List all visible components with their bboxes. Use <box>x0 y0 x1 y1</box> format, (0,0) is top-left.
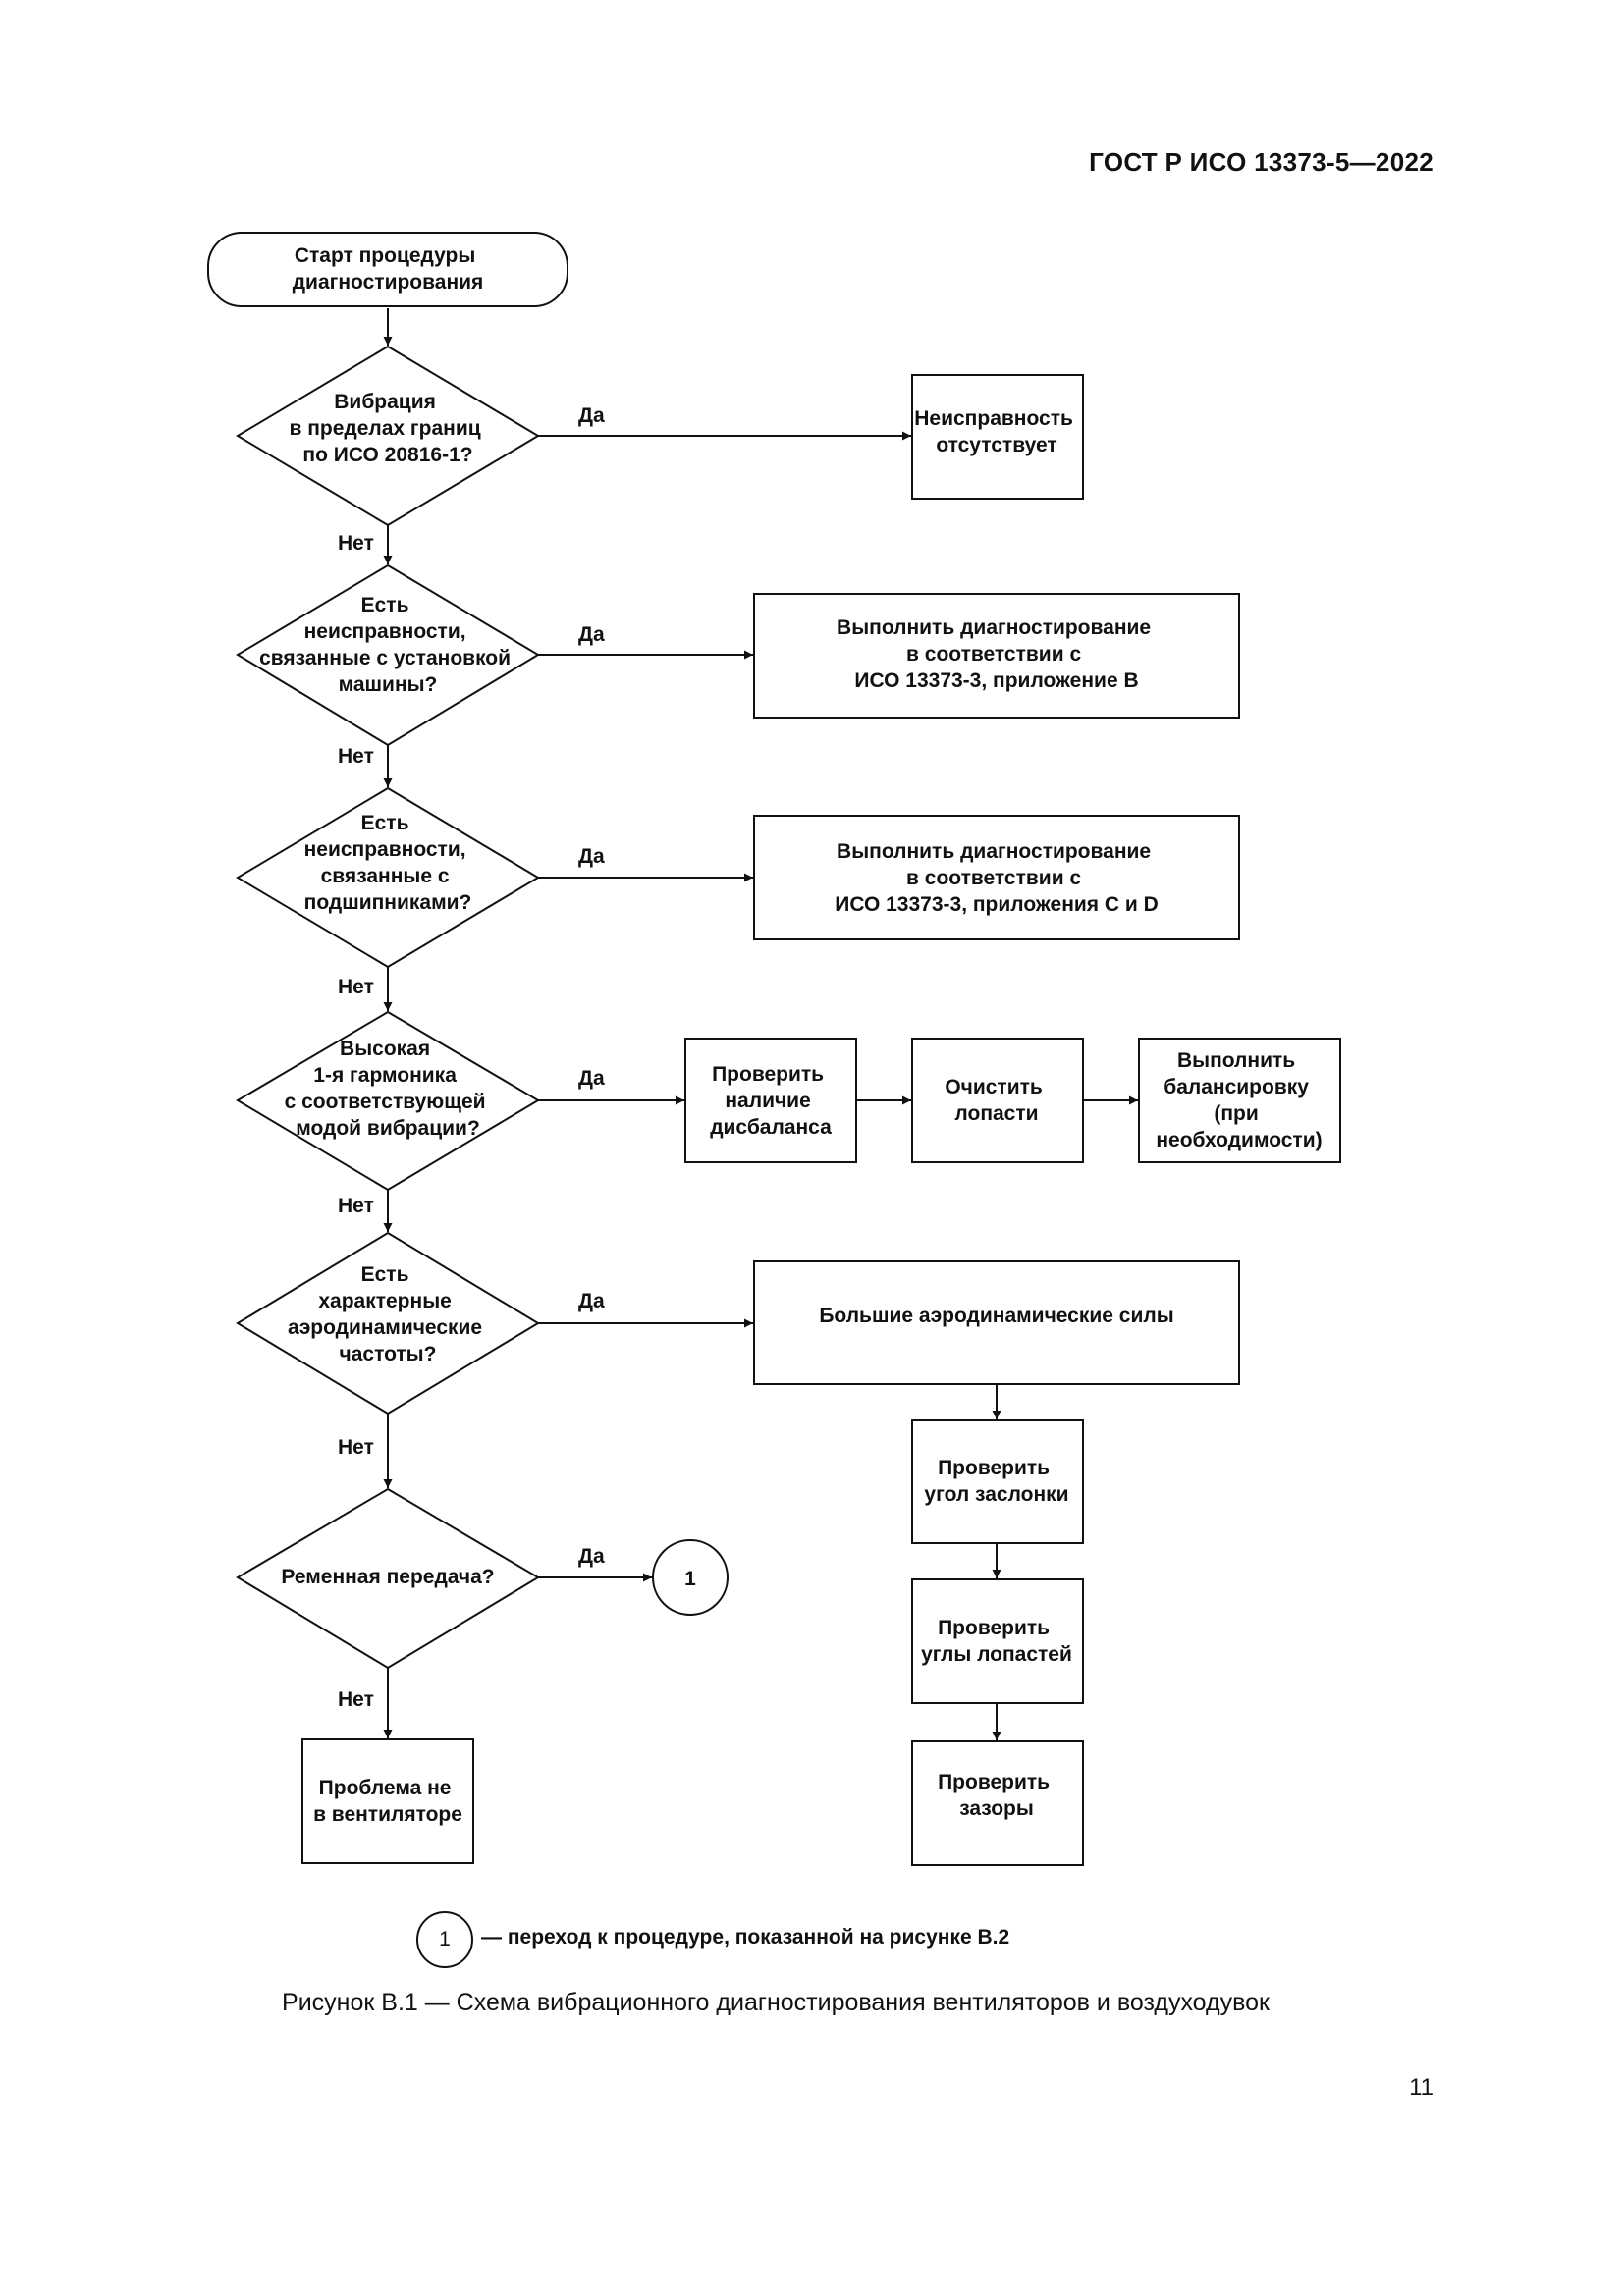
decision-text: Вибрация в пределах границ по ИСО 20816-… <box>289 391 486 466</box>
action-check-clearances: Проверить зазоры <box>911 1740 1084 1866</box>
no-label: Нет <box>338 1688 374 1711</box>
yes-label: Да <box>578 404 605 427</box>
figure-caption: Рисунок B.1 — Схема вибрационного диагно… <box>282 1989 1270 2016</box>
decision-text: Есть неисправности, связанные с установк… <box>259 594 516 696</box>
svg-text:Выполнить диагностирование: Выполнить диагностирование в соответстви… <box>835 840 1159 916</box>
decision-belt-drive: Ременная передача? Да Нет <box>236 1487 605 1711</box>
decision-bearing-faults: Есть неисправности, связанные с подшипни… <box>236 786 605 998</box>
svg-text:1: 1 <box>684 1568 696 1590</box>
yes-label: Да <box>578 845 605 868</box>
svg-text:Проверить наличие: Проверить наличие дисбаланса <box>710 1063 832 1139</box>
svg-text:Проверить зазоры: Проверить зазоры <box>938 1771 1056 1820</box>
svg-text:Проверить угол заслонки: Проверить угол заслонки <box>924 1457 1068 1506</box>
action-no-fault: Неисправность отсутствует <box>911 374 1084 500</box>
yes-label: Да <box>578 1545 605 1568</box>
connector-lines <box>383 308 1138 1740</box>
action-check-unbalance: Проверить наличие дисбаланса <box>684 1038 857 1163</box>
legend-text: — переход к процедуре, показанной на рис… <box>481 1926 1010 1949</box>
decision-text: Ременная передача? <box>281 1566 494 1588</box>
svg-text:Большие аэродинамические силы: Большие аэродинамические силы <box>819 1305 1173 1327</box>
svg-text:Очистить лопасти: Очистить лопасти <box>945 1076 1048 1125</box>
action-clean-blades: Очистить лопасти <box>911 1038 1084 1163</box>
page-number: 11 <box>1409 2074 1434 2101</box>
action-diagnose-annex-c-d: Выполнить диагностирование в соответстви… <box>753 815 1240 940</box>
action-balance: Выполнить балансировку (при необходимост… <box>1138 1038 1341 1163</box>
start-text: Старт процедуры диагностирования <box>293 244 484 294</box>
svg-text:Проблема не в вентилятор: Проблема не в вентиляторе <box>313 1777 462 1826</box>
start-terminator: Старт процедуры диагностирования <box>207 232 568 307</box>
action-check-damper-angle: Проверить угол заслонки <box>911 1419 1084 1544</box>
decision-installation-faults: Есть неисправности, связанные с установк… <box>236 563 605 768</box>
yes-label: Да <box>578 623 605 646</box>
legend: 1 — переход к процедуре, показанной на р… <box>412 1909 1119 1968</box>
yes-label: Да <box>578 1290 605 1312</box>
svg-text:Неисправность отсутствуе: Неисправность отсутствует <box>914 407 1079 456</box>
decision-aerodynamic-frequencies: Есть характерные аэродинамические частот… <box>236 1231 605 1459</box>
yes-label: Да <box>578 1067 605 1090</box>
decision-text: Высокая 1-я гармоника с соответствующей … <box>285 1038 492 1140</box>
no-label: Нет <box>338 745 374 768</box>
svg-text:Выполнить балансировку: Выполнить балансировку (при необходимост… <box>1156 1049 1322 1151</box>
decision-first-harmonic: Высокая 1-я гармоника с соответствующей … <box>236 1010 605 1217</box>
no-label: Нет <box>338 532 374 555</box>
svg-text:Выполнить диагностирование: Выполнить диагностирование в соответстви… <box>837 616 1157 692</box>
no-label: Нет <box>338 1436 374 1459</box>
action-check-blade-angles: Проверить углы лопастей <box>911 1578 1084 1704</box>
decision-vibration-limits: Вибрация в пределах границ по ИСО 20816-… <box>236 345 605 555</box>
action-aerodynamic-forces: Большие аэродинамические силы <box>753 1260 1240 1385</box>
no-label: Нет <box>338 1195 374 1217</box>
decision-text: Есть характерные аэродинамические частот… <box>288 1263 488 1365</box>
svg-text:Проверить углы лопастей: Проверить углы лопастей <box>921 1617 1072 1666</box>
legend-connector-symbol: 1 <box>416 1911 473 1968</box>
action-diagnose-annex-b: Выполнить диагностирование в соответстви… <box>753 593 1240 719</box>
decision-text: Есть неисправности, связанные с подшипни… <box>304 812 472 914</box>
action-not-fan-problem: Проблема не в вентиляторе <box>301 1738 474 1864</box>
document-header: ГОСТ Р ИСО 13373-5—2022 <box>1089 147 1434 177</box>
flowchart: Старт процедуры диагностирования Вибраци… <box>207 232 1341 1866</box>
connector-circle: 1 <box>652 1539 729 1616</box>
no-label: Нет <box>338 976 374 998</box>
